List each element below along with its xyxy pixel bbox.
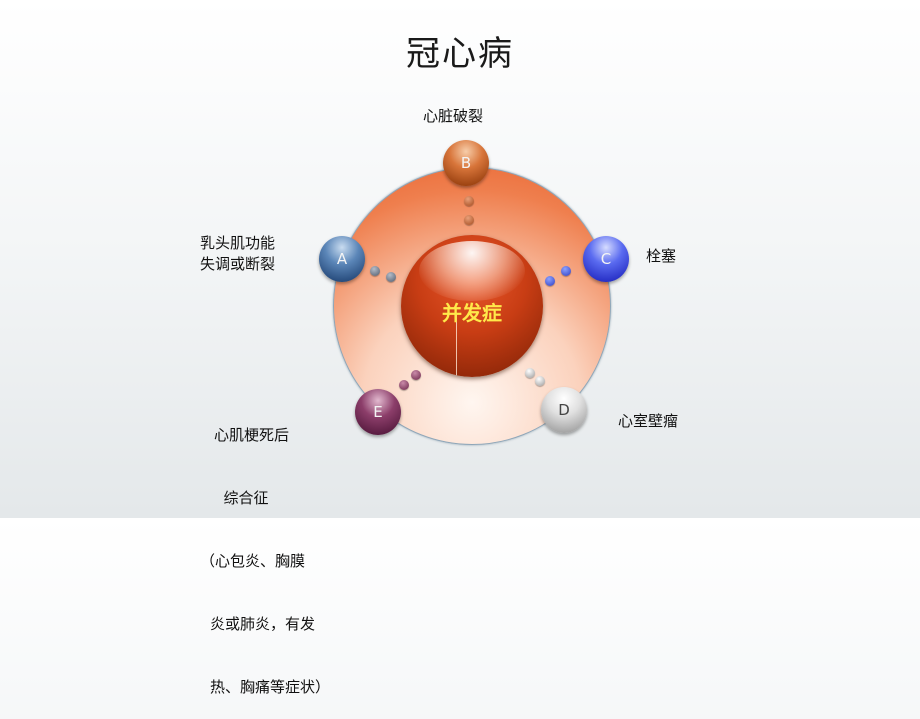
connector-dot-d-2 bbox=[535, 376, 545, 386]
label-e: 心肌梗死后 综合征 （心包炎、胸膜 炎或肺炎，有发 热、胸痛等症状） bbox=[200, 383, 330, 719]
center-gloss bbox=[419, 241, 525, 301]
label-b: 心脏破裂 bbox=[423, 106, 483, 127]
node-b: B bbox=[443, 140, 489, 186]
connector-dot-e-2 bbox=[411, 370, 421, 380]
label-a-line-2: 失调或断裂 bbox=[200, 255, 276, 273]
label-e-line-4: 炎或肺炎，有发 bbox=[210, 615, 316, 633]
node-a: A bbox=[319, 236, 365, 282]
connector-dot-d-1 bbox=[525, 368, 535, 378]
center-label: 并发症 bbox=[442, 301, 502, 325]
node-c: C bbox=[583, 236, 629, 282]
center-circle: 并发症 bbox=[401, 235, 543, 377]
center-line bbox=[456, 313, 457, 377]
label-b-line-1: 心脏破裂 bbox=[423, 107, 484, 125]
connector-dot-a-2 bbox=[386, 272, 396, 282]
connector-dot-b-1 bbox=[464, 196, 474, 206]
node-d: D bbox=[541, 387, 587, 433]
node-e: E bbox=[355, 389, 401, 435]
connector-dot-c-1 bbox=[545, 276, 555, 286]
label-a: 乳头肌功能 失调或断裂 bbox=[200, 233, 275, 275]
label-e-line-1: 心肌梗死后 bbox=[214, 426, 290, 444]
connector-dot-b-2 bbox=[464, 215, 474, 225]
connector-dot-e-1 bbox=[399, 380, 409, 390]
page-title: 冠心病 bbox=[406, 34, 514, 74]
label-e-line-3: （心包炎、胸膜 bbox=[200, 552, 306, 570]
label-a-line-1: 乳头肌功能 bbox=[200, 234, 276, 252]
connector-dot-a-1 bbox=[370, 266, 380, 276]
label-c-line-1: 栓塞 bbox=[646, 247, 677, 265]
label-e-line-2: 综合征 bbox=[214, 489, 269, 507]
connector-dot-c-2 bbox=[561, 266, 571, 276]
label-e-line-5: 热、胸痛等症状） bbox=[210, 678, 331, 696]
label-d-line-1: 心室壁瘤 bbox=[618, 412, 679, 430]
label-d: 心室壁瘤 bbox=[618, 411, 678, 432]
label-c: 栓塞 bbox=[646, 246, 676, 267]
